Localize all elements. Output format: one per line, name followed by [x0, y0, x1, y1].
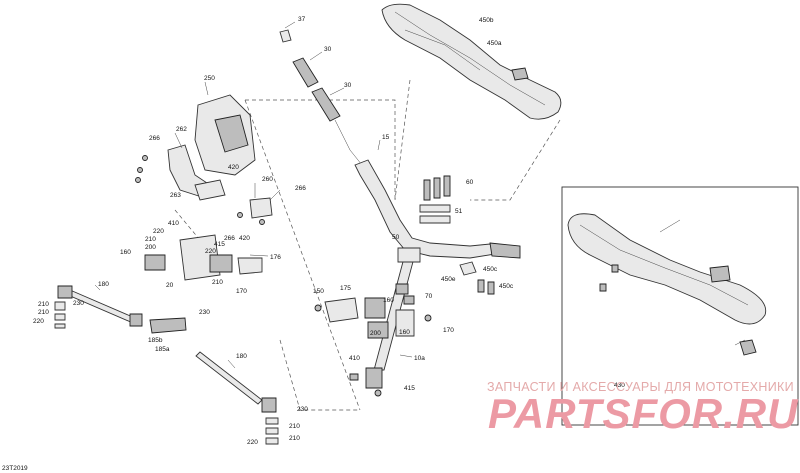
label-410a: 410 — [168, 220, 179, 227]
label-230b: 230 — [199, 309, 210, 316]
label-266c: 266 — [224, 235, 235, 242]
label-180a: 180 — [98, 281, 109, 288]
label-220a: 220 — [153, 228, 164, 235]
detail-inset-frame — [561, 186, 799, 426]
label-185a: 185a — [155, 346, 170, 353]
label-266a: 266 — [149, 135, 160, 142]
label-420a: 420 — [228, 164, 239, 171]
part-labels: 37 30 30 450b 450a 250 266 262 420 263 2… — [2, 16, 625, 472]
label-260: 260 — [262, 176, 273, 183]
center-clamps — [324, 283, 415, 339]
grip-parts — [279, 21, 363, 166]
label-60: 60 — [466, 179, 474, 186]
label-170a: 170 — [236, 288, 247, 295]
label-70: 70 — [425, 293, 433, 300]
label-37: 37 — [298, 16, 306, 23]
label-220b: 220 — [205, 248, 216, 255]
dashed-guide-lines — [174, 79, 561, 411]
label-30a: 30 — [324, 46, 332, 53]
label-175: 175 — [340, 285, 351, 292]
label-50: 50 — [392, 234, 400, 241]
label-150: 150 — [313, 288, 324, 295]
label-51: 51 — [455, 208, 463, 215]
label-420b: 420 — [239, 235, 250, 242]
watermark-tagline: ЗАПЧАСТИ И АКСЕССУАРЫ ДЛЯ МОТОТЕХНИКИ — [487, 380, 794, 394]
steering-gear-assembly — [144, 81, 281, 281]
label-160b: 160 — [383, 297, 394, 304]
label-450e: 450e — [441, 276, 456, 283]
label-415a: 415 — [214, 241, 225, 248]
label-176: 176 — [270, 254, 281, 261]
label-200a: 200 — [145, 244, 156, 251]
label-210c: 210 — [38, 301, 49, 308]
label-160a: 160 — [120, 249, 131, 256]
watermark: ЗАПЧАСТИ И АКСЕССУАРЫ ДЛЯ МОТОТЕХНИКИ PA… — [487, 380, 799, 437]
label-266b: 266 — [295, 185, 306, 192]
label-230a: 230 — [73, 300, 84, 307]
label-262: 262 — [176, 126, 187, 133]
label-430: 430 — [614, 382, 625, 389]
label-160c: 160 — [399, 329, 410, 336]
label-210a: 210 — [145, 236, 156, 243]
watermark-logo: PARTSFOR.RU — [488, 390, 799, 437]
label-200b: 200 — [370, 330, 381, 337]
label-185b: 185b — [148, 337, 163, 344]
handlebar — [354, 139, 521, 259]
label-210b: 210 — [212, 279, 223, 286]
label-180b: 180 — [236, 353, 247, 360]
label-10a: 10a — [414, 355, 425, 362]
tie-rods — [54, 284, 279, 445]
label-250: 250 — [204, 75, 215, 82]
label-263: 263 — [170, 192, 181, 199]
label-450b: 450b — [479, 17, 494, 24]
label-20: 20 — [166, 282, 174, 289]
label-210e: 210 — [38, 309, 49, 316]
label-450f: 450c — [499, 283, 514, 290]
label-30b: 30 — [344, 82, 352, 89]
label-220d: 220 — [247, 439, 258, 446]
label-410b: 410 — [349, 355, 360, 362]
label-450c: 450c — [483, 266, 498, 273]
handguard-top — [381, 3, 562, 120]
label-230c: 230 — [297, 406, 308, 413]
hardware-fasteners — [135, 155, 495, 397]
diagram-code: 23T2019 — [2, 465, 28, 472]
label-15: 15 — [382, 134, 390, 141]
label-210d: 210 — [289, 423, 300, 430]
label-170b: 170 — [443, 327, 454, 334]
label-415b: 415 — [404, 385, 415, 392]
label-220c: 220 — [33, 318, 44, 325]
label-210e2: 210 — [289, 435, 300, 442]
label-450a: 450a — [487, 40, 502, 47]
inset-handguard — [567, 213, 767, 356]
